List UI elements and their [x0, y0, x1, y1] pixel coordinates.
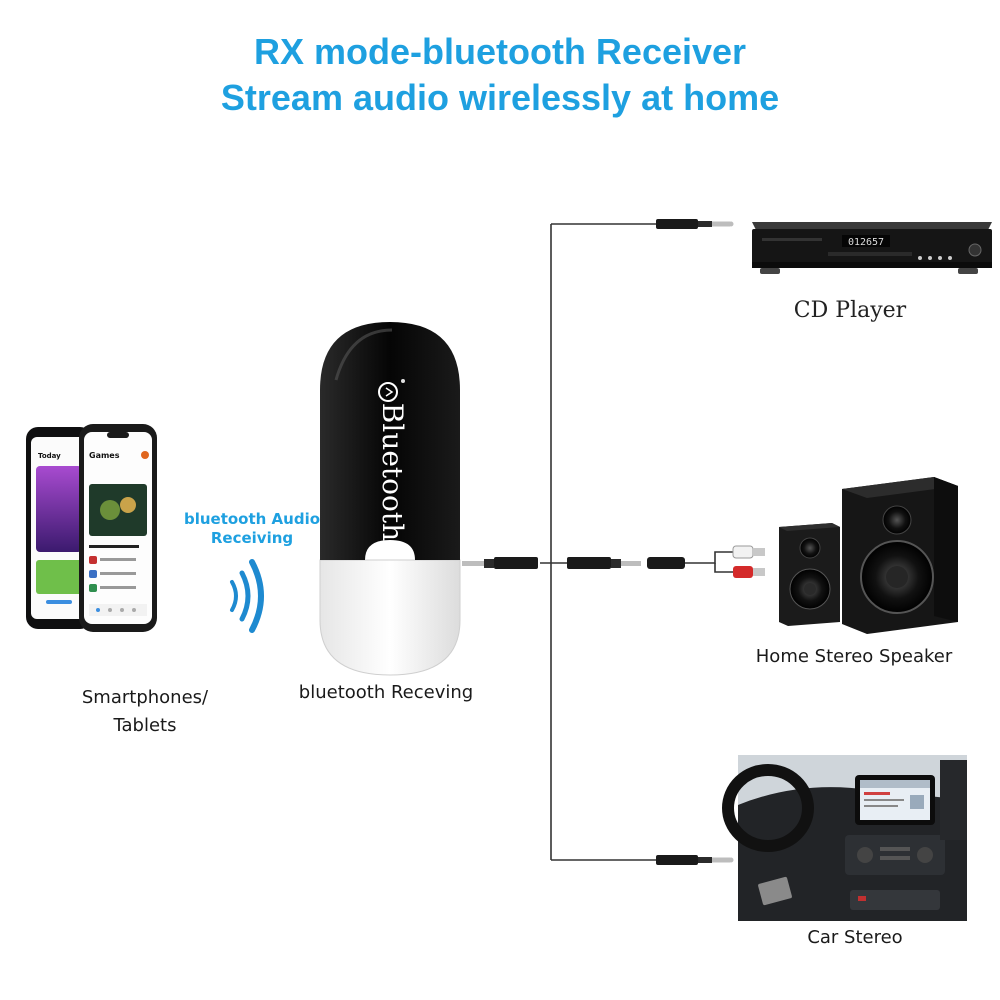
wire-rca-white — [685, 551, 735, 564]
cd-player-image: 012657 — [752, 222, 992, 274]
wireless-label: bluetooth Audio Receiving — [170, 510, 334, 548]
home-stereo-speakers-image — [779, 477, 958, 634]
phone-left-heading: Today — [38, 452, 61, 460]
wireless-waves-icon — [230, 559, 264, 633]
wireless-label-line1: bluetooth Audio — [183, 510, 321, 528]
wireless-label-line2: Receiving — [210, 529, 294, 547]
smartphones-label-line2: Tablets — [113, 715, 177, 736]
dongle-brand-text: Bluetooth — [376, 402, 409, 542]
smartphones-label: Smartphones/ Tablets — [60, 684, 230, 740]
receiver-label: bluetooth Receving — [298, 682, 474, 703]
wire-rca-red — [714, 563, 735, 573]
home-stereo-label: Home Stereo Speaker — [755, 646, 953, 667]
plug-mid — [567, 557, 685, 569]
plug-car — [656, 855, 734, 865]
cd-display-text: 012657 — [848, 237, 884, 248]
plug-dongle-out — [462, 557, 538, 569]
rca-plugs — [732, 545, 765, 578]
plug-cd — [656, 219, 734, 229]
cd-player-label: CD Player — [793, 298, 907, 323]
wiring — [540, 223, 735, 861]
title-line-1: RX mode-bluetooth Receiver — [253, 31, 747, 72]
smartphones-image: Today Games — [26, 424, 157, 632]
title-line-2: Stream audio wirelessly at home — [220, 77, 780, 118]
car-stereo-image — [722, 755, 967, 921]
car-stereo-label: Car Stereo — [807, 927, 903, 948]
phone-right-heading: Games — [89, 451, 120, 460]
dongle-logo-icon — [378, 382, 398, 402]
smartphones-label-line1: Smartphones/ — [81, 687, 209, 708]
bluetooth-dongle-image — [319, 322, 461, 676]
